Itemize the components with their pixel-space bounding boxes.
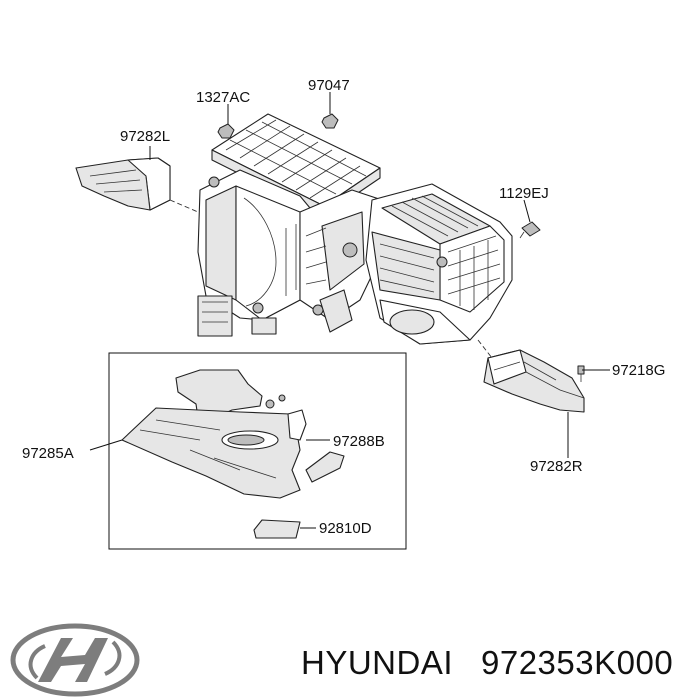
heater-box-part bbox=[365, 183, 513, 345]
callout-97218g: 97218G bbox=[612, 362, 665, 379]
screw-1129ej-part bbox=[519, 221, 541, 239]
footer-brand: HYUNDAI bbox=[301, 644, 453, 681]
insulation-pad-part bbox=[175, 369, 263, 419]
clip-97288b-part bbox=[278, 394, 307, 441]
callout-97282l: 97282L bbox=[120, 128, 170, 145]
callout-1129ej: 1129EJ bbox=[499, 185, 549, 202]
pad-92810d-part bbox=[253, 519, 301, 539]
left-duct-part bbox=[75, 157, 171, 211]
blower-housing-part bbox=[197, 169, 321, 337]
right-duct-dashline bbox=[477, 339, 493, 359]
nut-97047-part bbox=[321, 113, 339, 129]
footer-part-number: 972353K000 bbox=[481, 644, 673, 681]
inset-box bbox=[108, 352, 407, 550]
callout-97285a: 97285A bbox=[22, 445, 74, 462]
right-duct-part bbox=[483, 349, 585, 413]
floor-cover-97285a-part bbox=[121, 399, 301, 499]
hyundai-logo-icon bbox=[10, 623, 140, 697]
leader-97285a bbox=[89, 439, 123, 451]
nut-1327ac-part bbox=[217, 123, 235, 139]
left-duct-dashline bbox=[169, 199, 199, 213]
callout-97288b: 97288B bbox=[333, 433, 385, 450]
callout-97282r: 97282R bbox=[530, 458, 583, 475]
blower-outlet bbox=[197, 295, 233, 337]
leader-1129ej bbox=[523, 199, 531, 223]
callout-92810d: 92810D bbox=[319, 520, 372, 537]
pad-small-part bbox=[305, 451, 345, 483]
callout-1327ac: 1327AC bbox=[196, 89, 250, 106]
callout-97047: 97047 bbox=[308, 77, 350, 94]
clip-97218g-part bbox=[577, 365, 585, 382]
